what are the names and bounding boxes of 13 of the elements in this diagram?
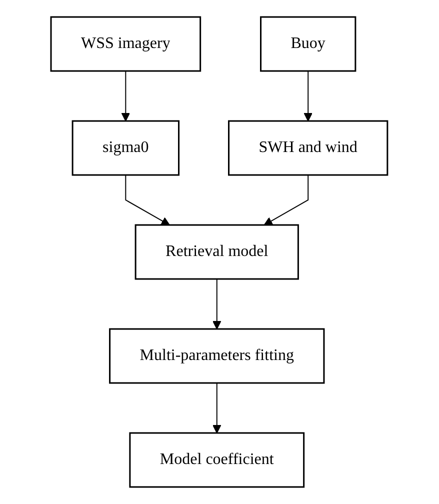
node-box: Buoy	[260, 16, 356, 72]
arrow	[212, 278, 222, 330]
node-box: SWH and wind	[228, 120, 388, 176]
arrow	[264, 174, 309, 226]
node-box: Model coefficient	[129, 432, 305, 488]
arrow	[304, 70, 313, 122]
arrow	[125, 174, 170, 226]
arrow	[122, 70, 130, 122]
node-box: WSS imagery	[50, 16, 202, 72]
arrow	[212, 382, 222, 434]
node-box: Retrieval model	[135, 224, 300, 280]
node-box: sigma0	[72, 120, 180, 176]
node-box: Multi-parameters fitting	[109, 328, 325, 384]
